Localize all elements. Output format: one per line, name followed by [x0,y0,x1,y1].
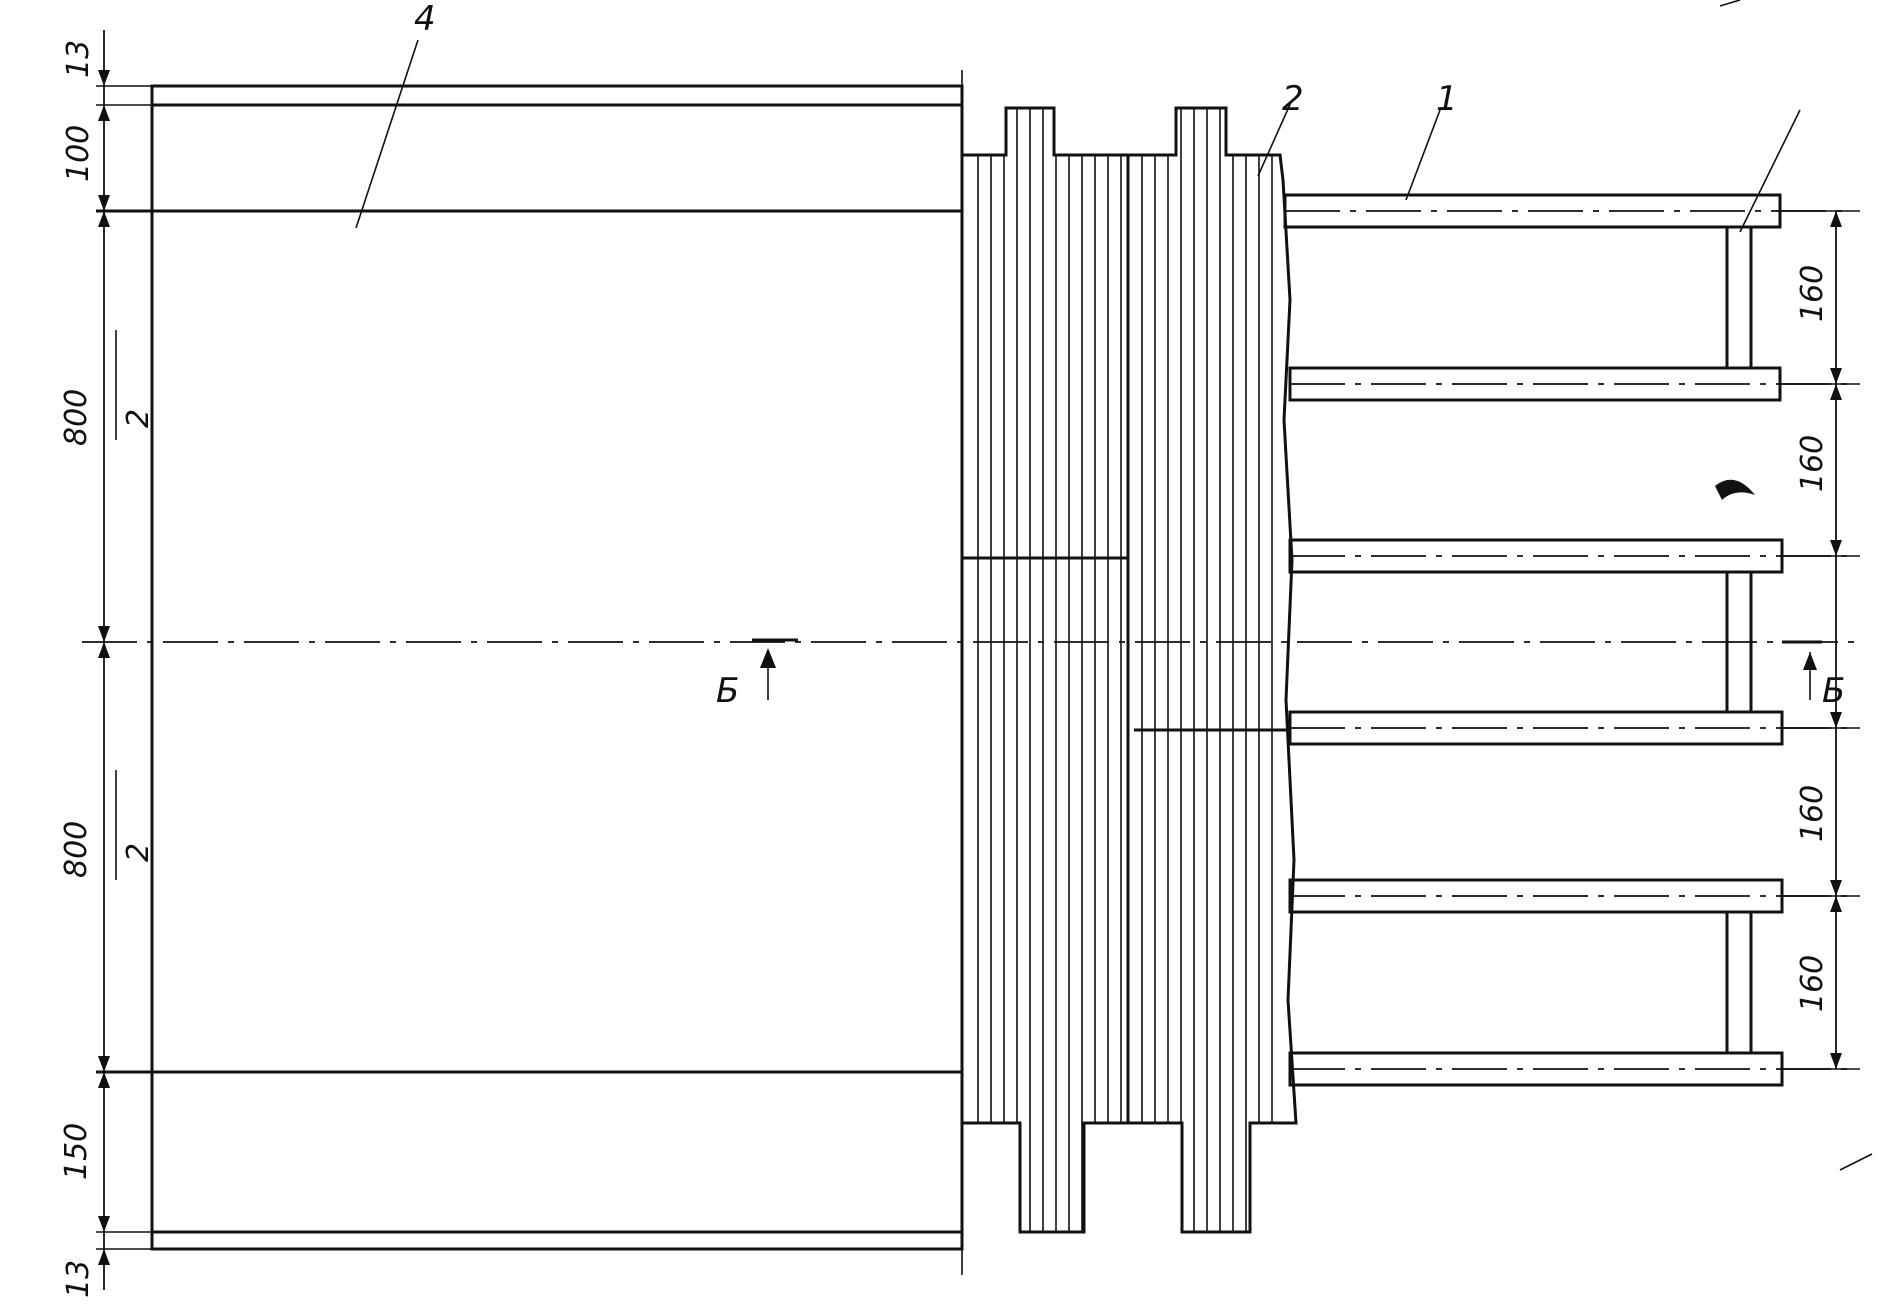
label-part-4: 4 [414,0,436,39]
dim-left-2-top: 2 [121,409,156,428]
left-dimensions: 13 100 800 2 800 2 150 13 [59,30,156,1298]
dim-left-13-top: 13 [61,40,96,78]
label-part-1: 1 [1436,79,1458,119]
dim-left-800-top: 800 [59,389,94,446]
dim-left-800-bottom: 800 [59,821,94,878]
tube-part-1 [1283,193,1850,1087]
dim-right-160-1: 160 [1795,265,1830,322]
dim-left-150: 150 [59,1123,94,1180]
label-part-2: 2 [1282,79,1304,119]
section-label-left: Б [716,671,739,711]
dim-left-13-bottom: 13 [61,1260,96,1298]
lamination-lines [977,108,1273,1232]
dim-left-100: 100 [61,125,96,182]
scan-artifacts [1715,0,1873,1171]
dim-right-160-2: 160 [1795,435,1830,492]
section-mark: Б Б [716,638,1845,711]
part-labels: 4 2 1 [355,0,1801,233]
laminated-block-part-2 [960,106,1298,1234]
dim-left-2-bottom: 2 [121,843,156,862]
dim-right-160-4: 160 [1795,955,1830,1012]
plate-part-4 [96,70,964,1275]
dim-right-160-3: 160 [1795,785,1830,842]
section-label-right: Б [1822,671,1845,711]
right-dimensions: 160 160 160 160 [1780,210,1860,1070]
